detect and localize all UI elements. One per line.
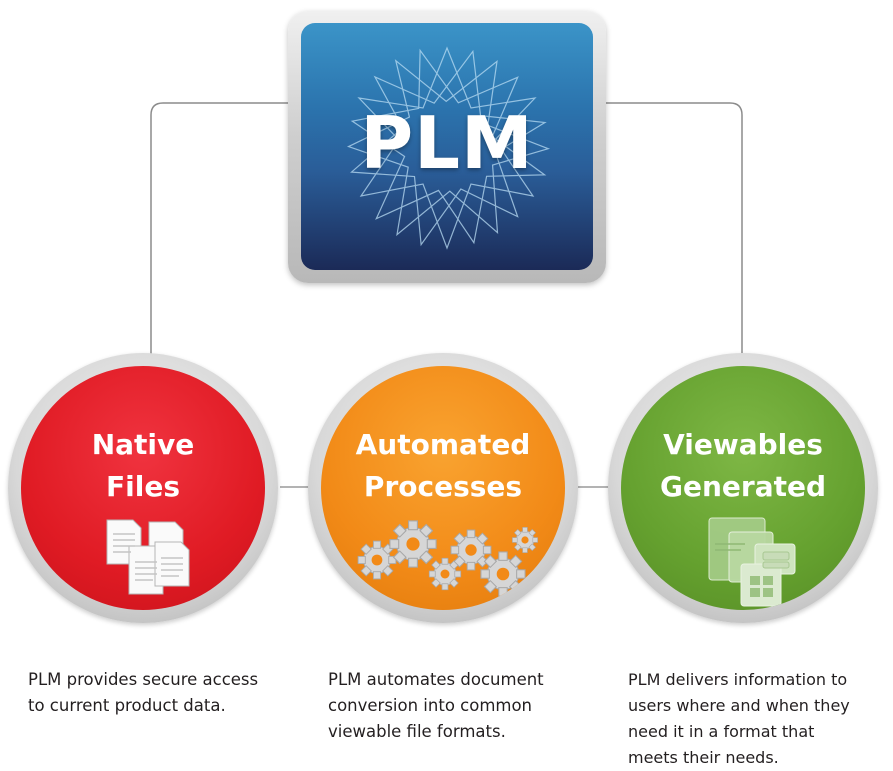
description-line: users where and when they (628, 696, 850, 715)
description-line: viewable file formats. (328, 722, 506, 741)
title-line: Generated (659, 470, 827, 503)
viewables-generated-node: Viewables Generated (608, 353, 878, 623)
plm-box: PLM (301, 23, 593, 270)
plm-title: PLM (360, 101, 534, 185)
description-line: to current product data. (28, 696, 226, 715)
native-files-title: Native Files (21, 424, 265, 508)
automated-processes-node: Automated Processes (308, 353, 578, 623)
automated-processes-circle: Automated Processes (321, 366, 565, 610)
description-line: conversion into common (328, 696, 533, 715)
description-line: PLM provides secure access (28, 670, 259, 689)
title-line: Automated (355, 428, 531, 461)
native-files-description: PLM provides secure access to current pr… (28, 667, 258, 719)
title-line: Native (91, 428, 195, 461)
title-line: Processes (363, 470, 523, 503)
viewables-icon (708, 517, 796, 607)
gears-icon (357, 520, 538, 597)
automated-processes-description: PLM automates document conversion into c… (328, 667, 544, 745)
native-files-circle: Native Files (21, 366, 265, 610)
native-files-node: Native Files (8, 353, 278, 623)
viewables-generated-title: Viewables Generated (621, 424, 865, 508)
title-line: Viewables (663, 428, 823, 461)
viewables-generated-description: PLM delivers information to users where … (628, 667, 850, 771)
description-line: PLM delivers information to (628, 670, 848, 689)
description-line: meets their needs. (628, 748, 779, 767)
viewables-generated-circle: Viewables Generated (621, 366, 865, 610)
title-line: Files (106, 470, 180, 503)
automated-processes-title: Automated Processes (321, 424, 565, 508)
description-line: PLM automates document (328, 670, 544, 689)
documents-icon (106, 519, 190, 595)
description-line: need it in a format that (628, 722, 815, 741)
star-burst-icon (346, 46, 551, 250)
